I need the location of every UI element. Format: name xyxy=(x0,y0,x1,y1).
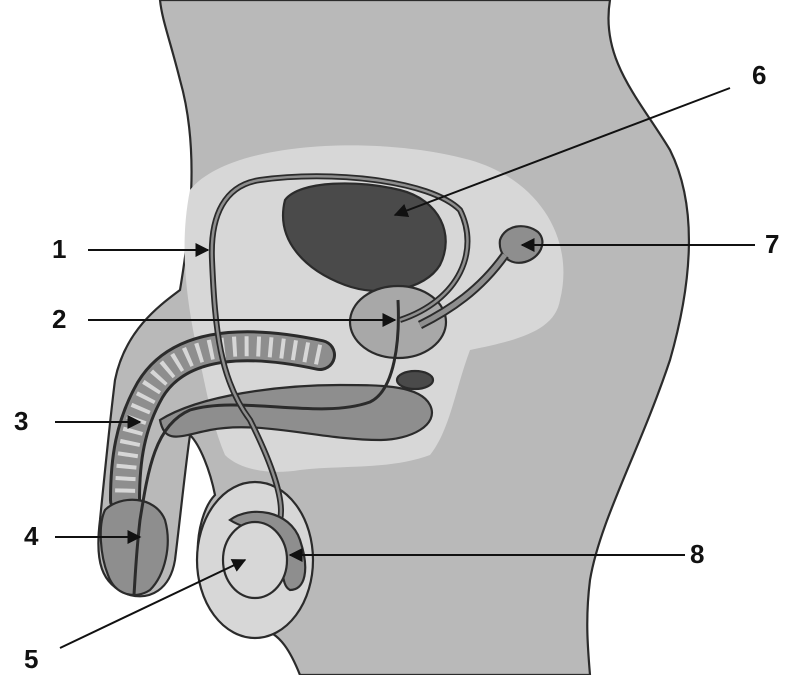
label-1: 1 xyxy=(52,234,66,264)
label-8: 8 xyxy=(690,539,704,569)
label-7: 7 xyxy=(765,229,779,259)
label-3: 3 xyxy=(14,406,28,436)
testis xyxy=(223,522,287,598)
bulbourethral-gland xyxy=(397,371,433,389)
label-2: 2 xyxy=(52,304,66,334)
label-4: 4 xyxy=(24,521,39,551)
label-6: 6 xyxy=(752,60,766,90)
label-5: 5 xyxy=(24,644,38,674)
